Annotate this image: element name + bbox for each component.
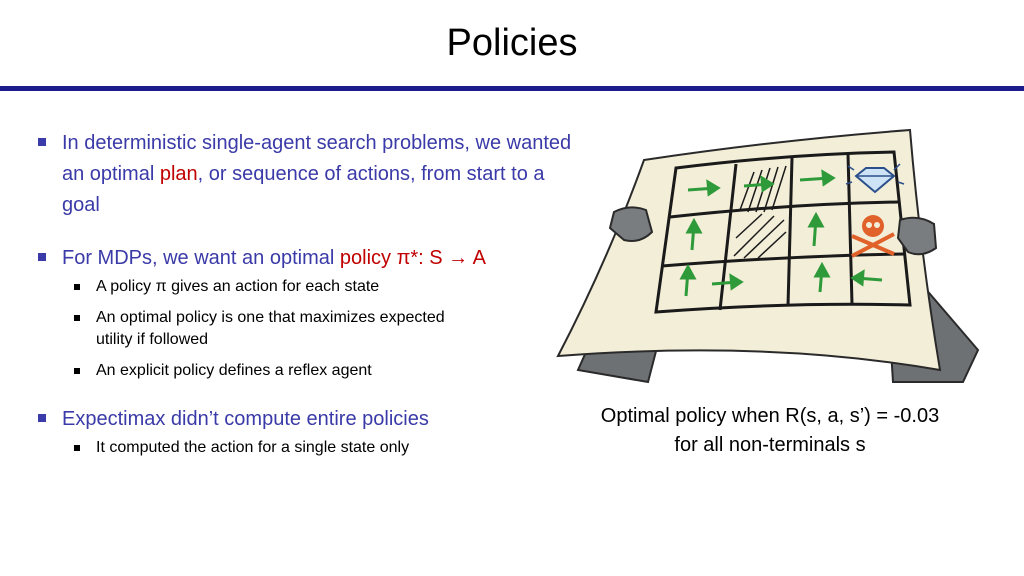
arrow-up-icon: [807, 211, 825, 228]
figure-caption: Optimal policy when R(s, a, s’) = -0.03 …: [600, 405, 940, 456]
robot-holding-policy-map: [548, 120, 988, 395]
slide-title: Policies: [446, 22, 578, 64]
arrow-right-icon: [706, 179, 721, 197]
arrow-up-icon: [685, 217, 703, 234]
right-robot-fingers: [896, 216, 938, 256]
arrow-left-icon: [850, 269, 865, 287]
sub-bullet: An optimal policy is one that maximizes …: [62, 307, 576, 351]
skull-crossbones-icon: [851, 215, 895, 258]
left-robot-fingers: [608, 206, 654, 242]
title-divider: [0, 86, 1024, 91]
bullet-search-plan: In deterministic single-agent search pro…: [36, 128, 576, 221]
highlight-policy: policy π*: S → A: [339, 247, 486, 269]
wall-cell: [733, 165, 787, 259]
arrow-up-icon: [813, 261, 831, 278]
paper-map: [556, 128, 942, 372]
arrow-up-icon: [679, 263, 697, 280]
highlight-plan: plan: [159, 163, 198, 185]
arrow-right-icon: [729, 273, 744, 291]
policy-grid: [654, 150, 912, 314]
sub-bullet: A policy π gives an action for each stat…: [62, 276, 576, 298]
bullet-list: In deterministic single-agent search pro…: [36, 128, 576, 481]
arrow-right-icon: [760, 175, 775, 193]
diamond-icon: [845, 163, 905, 194]
bullet-mdp-policy: For MDPs, we want an optimal policy π*: …: [36, 243, 576, 382]
bullet-expectimax: Expectimax didn’t compute entire policie…: [36, 404, 576, 459]
policy-arrows: [679, 169, 883, 297]
arrow-right-icon: [821, 169, 836, 187]
sub-bullet: An explicit policy defines a reflex agen…: [62, 360, 576, 382]
policy-map-illustration: [556, 128, 980, 384]
sub-bullet: It computed the action for a single stat…: [62, 437, 576, 459]
